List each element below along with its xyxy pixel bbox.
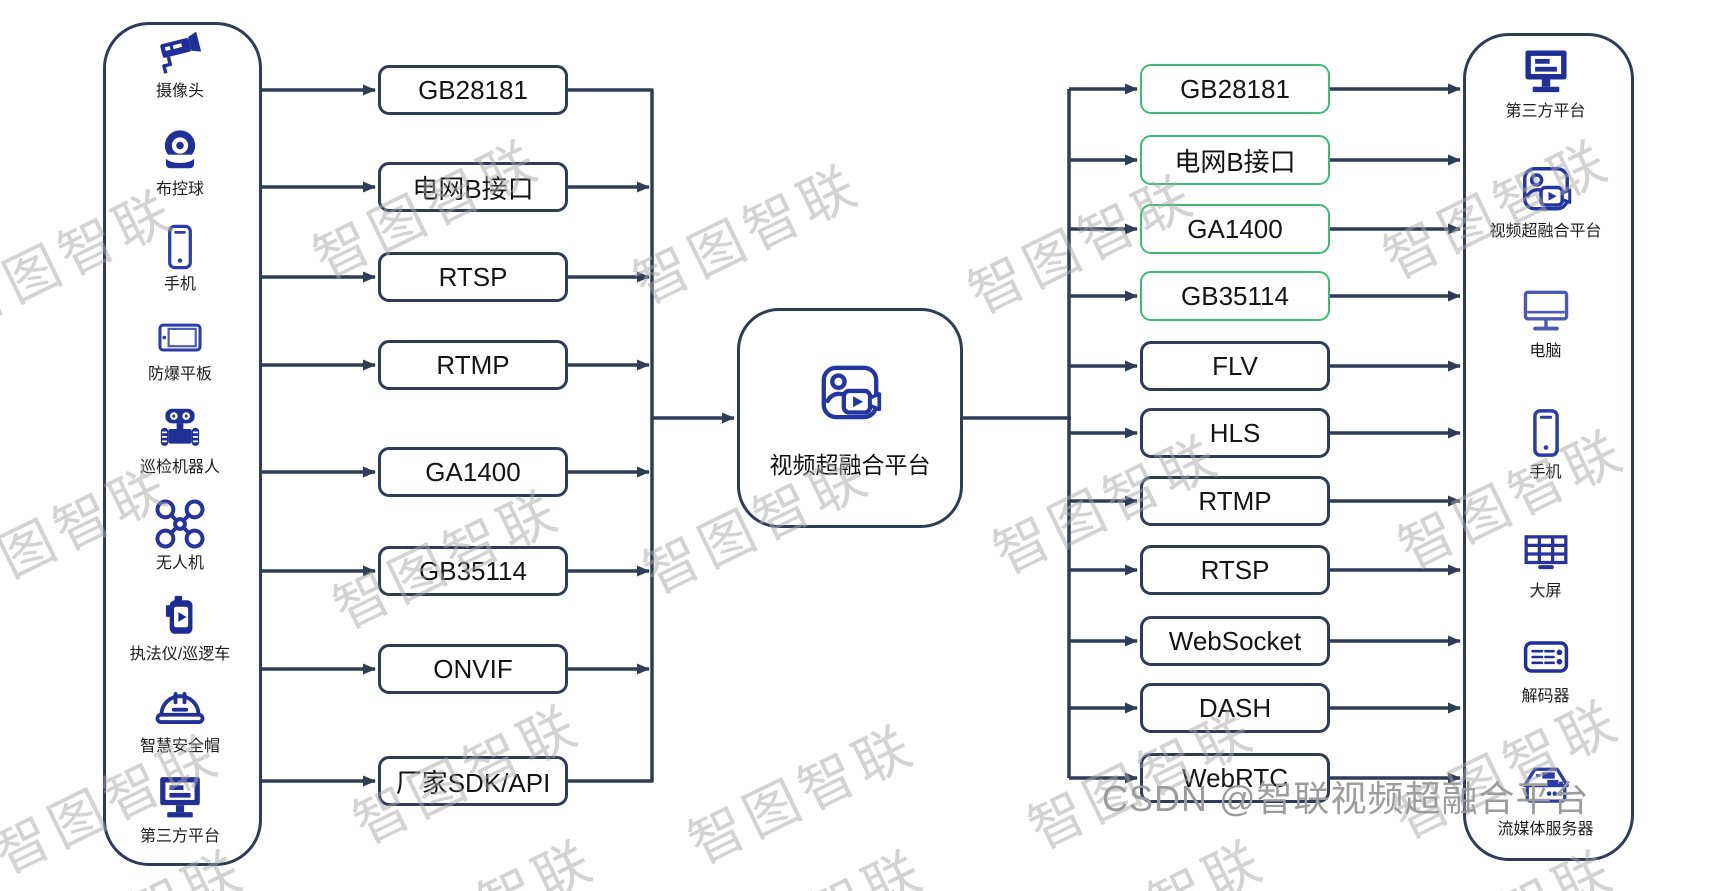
device-label: 布控球 <box>155 181 204 198</box>
protocol-label: GB35114 <box>419 555 527 586</box>
device-drone: 无人机 <box>110 496 250 573</box>
device-cctv-camera: 摄像头 <box>110 28 250 101</box>
protocol-label: FLV <box>1212 350 1258 381</box>
input-protocol-box: RTMP <box>378 340 568 390</box>
protocol-label: GB35114 <box>1181 280 1289 311</box>
fusion-platform-icon <box>1516 160 1576 220</box>
device-label: 执法仪/巡逻车 <box>129 646 231 663</box>
robot-icon <box>153 402 207 456</box>
output-protocol-box: GA1400 <box>1140 204 1330 254</box>
device-label: 手机 <box>163 276 196 293</box>
input-protocol-box: ONVIF <box>378 644 568 694</box>
input-protocol-box: RTSP <box>378 252 568 302</box>
input-protocol-box: GB35114 <box>378 546 568 596</box>
input-protocol-box: GA1400 <box>378 447 568 497</box>
device-smart-helmet: 智慧安全帽 <box>110 681 250 756</box>
device-third-party-platform: 第三方平台 <box>110 769 250 846</box>
protocol-label: RTMP <box>436 349 510 380</box>
protocol-label: RTSP <box>1200 554 1270 585</box>
output-protocol-box: 电网B接口 <box>1140 135 1330 185</box>
output-protocol-box: WebRTC <box>1140 753 1330 803</box>
fusion-platform-icon <box>813 357 887 436</box>
device-label: 解码器 <box>1521 688 1570 705</box>
device-label: 巡检机器人 <box>139 459 220 476</box>
decoder-icon <box>1518 629 1574 685</box>
protocol-label: RTSP <box>438 261 508 292</box>
bodycam-icon <box>154 591 206 643</box>
device-phone: 手机 <box>110 221 250 294</box>
output-protocol-box: HLS <box>1140 408 1330 458</box>
protocol-label: WebSocket <box>1168 625 1302 656</box>
device-label: 无人机 <box>155 555 204 572</box>
protocol-label: GA1400 <box>425 456 521 487</box>
monitor-icon <box>1517 42 1575 100</box>
protocol-label: RTMP <box>1198 485 1272 516</box>
device-label: 视频超融合平台 <box>1489 223 1602 240</box>
computer-icon <box>1517 282 1575 340</box>
output-protocol-box: DASH <box>1140 683 1330 733</box>
media-server-icon <box>1516 758 1576 818</box>
cctv-camera-icon <box>154 28 206 80</box>
protocol-label: 厂家SDK/API <box>395 767 551 798</box>
phone-icon <box>154 221 206 273</box>
device-label: 第三方平台 <box>139 828 220 845</box>
input-protocol-box: 电网B接口 <box>378 162 568 212</box>
output-protocol-box: RTMP <box>1140 476 1330 526</box>
protocol-label: GA1400 <box>1187 213 1283 244</box>
video-wall-icon <box>1518 524 1574 580</box>
output-protocol-box: WebSocket <box>1140 616 1330 666</box>
protocol-label: HLS <box>1209 417 1261 448</box>
protocol-label: DASH <box>1198 692 1272 723</box>
helmet-icon <box>153 681 207 735</box>
device-label: 第三方平台 <box>1505 103 1586 120</box>
device-label: 大屏 <box>1529 583 1562 600</box>
monitor-icon <box>152 769 208 825</box>
device-label: 手机 <box>1529 464 1562 481</box>
video-fusion-platform-node: 视频超融合平台 <box>737 308 963 528</box>
dest-fusion-platform: 视频超融合平台 <box>1468 160 1623 241</box>
dest-decoder: 解码器 <box>1468 629 1623 706</box>
output-protocol-box: RTSP <box>1140 545 1330 595</box>
protocol-label: GB28181 <box>1180 73 1290 104</box>
dest-phone: 手机 <box>1468 405 1623 482</box>
protocol-label: WebRTC <box>1182 762 1288 793</box>
input-protocol-box: GB28181 <box>378 65 568 115</box>
tablet-icon <box>154 311 206 363</box>
phone-icon <box>1518 405 1574 461</box>
protocol-label: 电网B接口 <box>1174 146 1296 177</box>
device-label: 摄像头 <box>155 83 204 100</box>
device-label: 防爆平板 <box>147 366 212 383</box>
protocol-label: ONVIF <box>433 653 513 684</box>
drone-icon <box>152 496 208 552</box>
platform-label: 视频超融合平台 <box>769 451 931 478</box>
device-robot: 巡检机器人 <box>110 402 250 477</box>
output-protocol-box: FLV <box>1140 341 1330 391</box>
destination-devices-panel <box>1463 33 1634 861</box>
protocol-label: 电网B接口 <box>412 173 534 204</box>
dest-third-party-platform: 第三方平台 <box>1468 42 1623 121</box>
device-tablet: 防爆平板 <box>110 311 250 384</box>
output-protocol-box: GB35114 <box>1140 271 1330 321</box>
device-label: 智慧安全帽 <box>139 738 220 755</box>
dest-media-server: 流媒体服务器 <box>1468 758 1623 839</box>
device-label: 电脑 <box>1529 343 1562 360</box>
dest-video-wall: 大屏 <box>1468 524 1623 601</box>
input-protocol-box: 厂家SDK/API <box>378 756 568 806</box>
protocol-label: GB28181 <box>418 74 528 105</box>
device-bodycam: 执法仪/巡逻车 <box>110 591 250 664</box>
device-dome-camera: 布控球 <box>110 126 250 199</box>
device-label: 流媒体服务器 <box>1497 821 1594 838</box>
output-protocol-box: GB28181 <box>1140 64 1330 114</box>
dest-computer: 电脑 <box>1468 282 1623 361</box>
dome-camera-icon <box>154 126 206 178</box>
